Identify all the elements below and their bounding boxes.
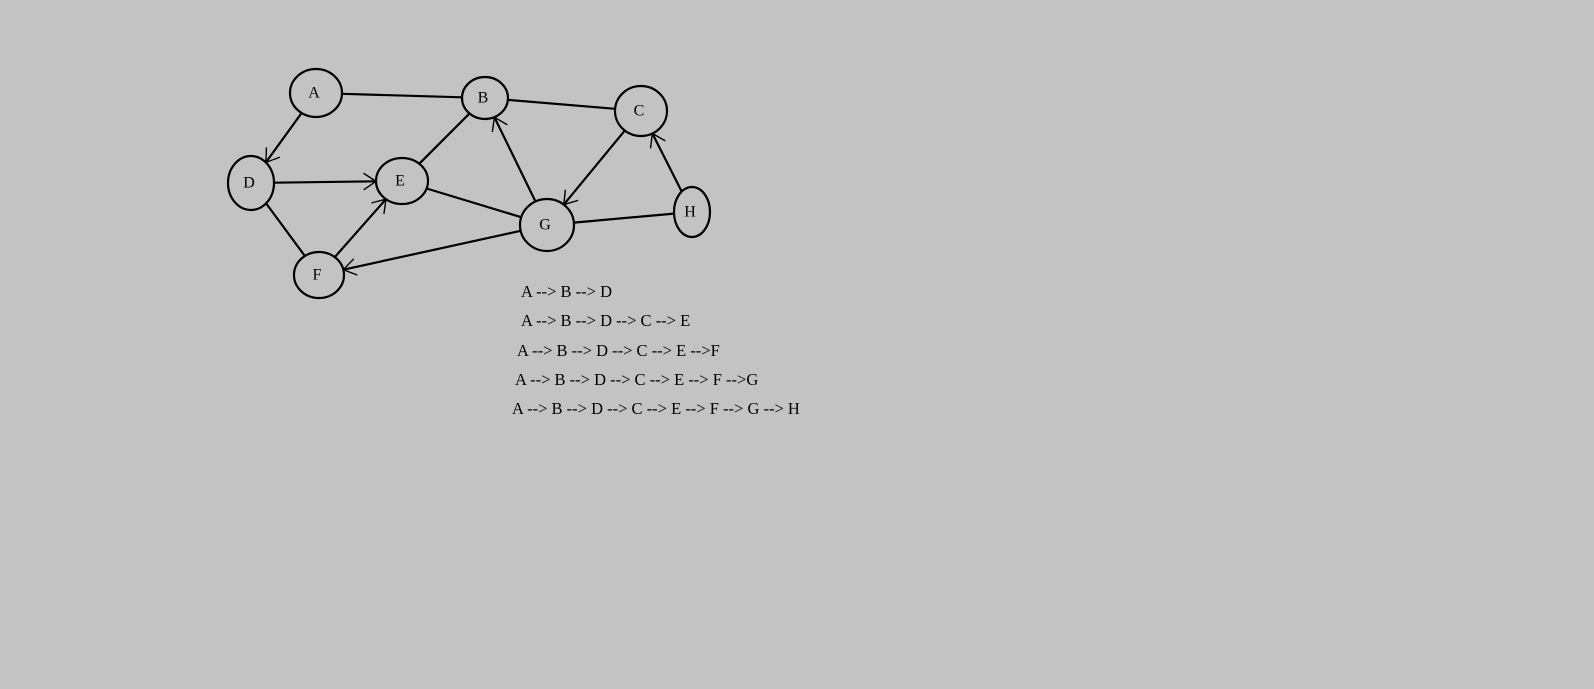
edge-a-b [340, 92, 464, 99]
node-e: E [374, 156, 430, 206]
node-label-a: A [308, 85, 320, 102]
node-d: D [226, 154, 276, 212]
node-label-f: F [313, 267, 322, 284]
traversal-line-4: A --> B --> D --> C --> E --> F -->G [515, 370, 759, 389]
edge-a-d [264, 111, 303, 164]
traversal-line-2: A --> B --> D --> C --> E [521, 311, 691, 330]
edge-h-c [651, 132, 683, 193]
edge-g-f [342, 229, 522, 271]
node-label-e: E [395, 173, 405, 190]
edge-d-e [272, 180, 378, 184]
nodes-layer: A B C D E F G H [226, 67, 712, 300]
node-label-d: D [243, 175, 255, 192]
node-circle-f [292, 250, 346, 300]
traversal-line-5: A --> B --> D --> C --> E --> F --> G --… [512, 399, 800, 418]
edge-b-c [506, 98, 617, 110]
node-a: A [288, 67, 344, 119]
node-b: B [460, 75, 510, 121]
edge-b-e [418, 112, 471, 165]
node-label-g: G [539, 217, 551, 234]
node-circle-b [460, 75, 510, 121]
edge-g-h [572, 212, 676, 224]
traversal-line-1: A --> B --> D [521, 282, 613, 301]
edge-d-f [265, 202, 306, 258]
node-circle-g [518, 197, 576, 253]
edge-g-b [493, 116, 537, 203]
node-f: F [292, 250, 346, 300]
node-circle-h [672, 185, 712, 239]
node-label-b: B [478, 90, 489, 107]
node-circle-d [226, 154, 276, 212]
node-c: C [613, 84, 669, 138]
traversal-line-3: A --> B --> D --> C --> E -->F [517, 341, 720, 360]
node-label-c: C [634, 103, 645, 120]
edge-e-g [425, 187, 523, 219]
edge-f-e [333, 198, 388, 259]
node-circle-a [288, 67, 344, 119]
node-circle-e [374, 156, 430, 206]
edge-c-g [562, 129, 626, 206]
node-g: G [518, 197, 576, 253]
node-label-h: H [684, 204, 696, 221]
node-h: H [672, 185, 712, 239]
node-circle-c [613, 84, 669, 138]
